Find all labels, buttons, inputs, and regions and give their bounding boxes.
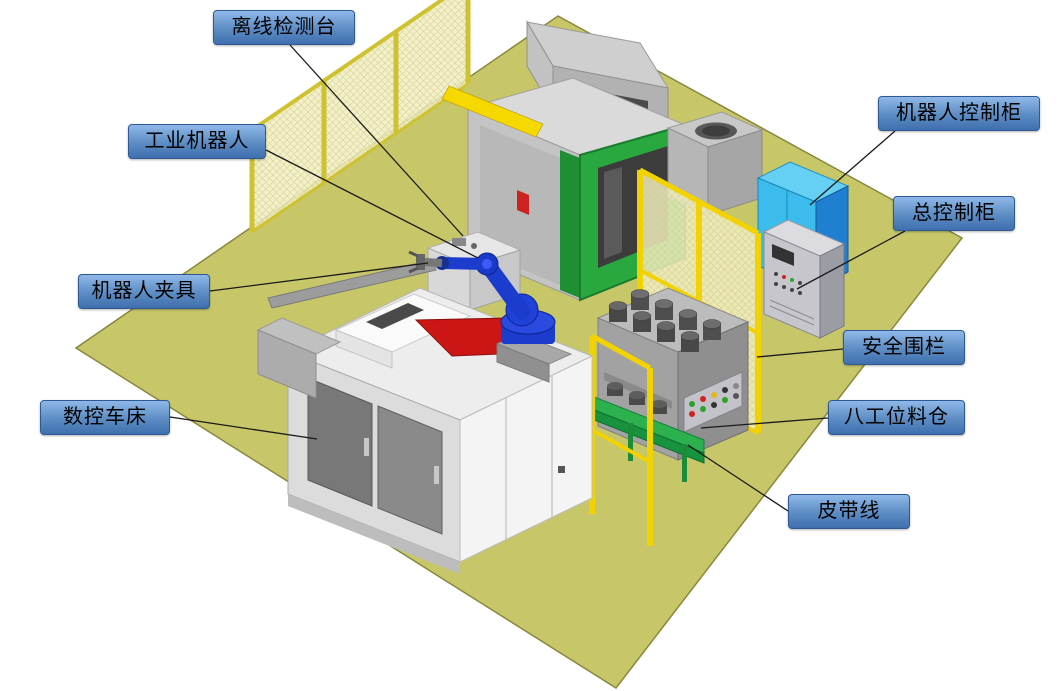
leader-safety-fence <box>756 348 844 358</box>
leader-industrial-robot <box>265 149 479 259</box>
gantry-beam <box>267 259 437 309</box>
main-control-cabinet-model <box>762 219 846 339</box>
control-screen <box>772 244 794 266</box>
workpiece-cylinders <box>608 289 722 352</box>
industrial-robot-model <box>408 250 573 383</box>
magazine-button-panel <box>683 371 743 433</box>
leader-cnc-lathe <box>169 416 318 440</box>
leader-belt-line <box>687 444 789 512</box>
leader-robot-gripper <box>209 262 429 292</box>
label-eight-station-magazine: 八工位料仓 <box>828 400 965 435</box>
leader-main-control-cabinet <box>796 230 906 290</box>
leader-offline-inspection-station <box>289 44 464 237</box>
cnc-lathe-model <box>256 287 594 574</box>
leader-robot-control-cabinet <box>809 130 896 206</box>
yellow-warning-strip <box>441 85 544 138</box>
robot-gripper-model <box>408 250 443 274</box>
label-robot-control-cabinet: 机器人控制柜 <box>878 96 1040 131</box>
label-main-control-cabinet: 总控制柜 <box>893 196 1015 231</box>
leader-lines <box>169 44 906 512</box>
leader-eight-station-magazine <box>700 417 829 429</box>
red-handle <box>517 190 529 215</box>
label-safety-fence: 安全围栏 <box>843 330 965 365</box>
label-cnc-lathe: 数控车床 <box>40 400 170 435</box>
label-belt-line: 皮带线 <box>788 494 910 529</box>
lathe-door-right <box>377 405 443 535</box>
label-offline-inspection-station: 离线检测台 <box>213 10 355 45</box>
label-robot-gripper: 机器人夹具 <box>78 274 210 309</box>
label-industrial-robot: 工业机器人 <box>128 124 266 159</box>
lathe-door-left <box>307 377 373 507</box>
